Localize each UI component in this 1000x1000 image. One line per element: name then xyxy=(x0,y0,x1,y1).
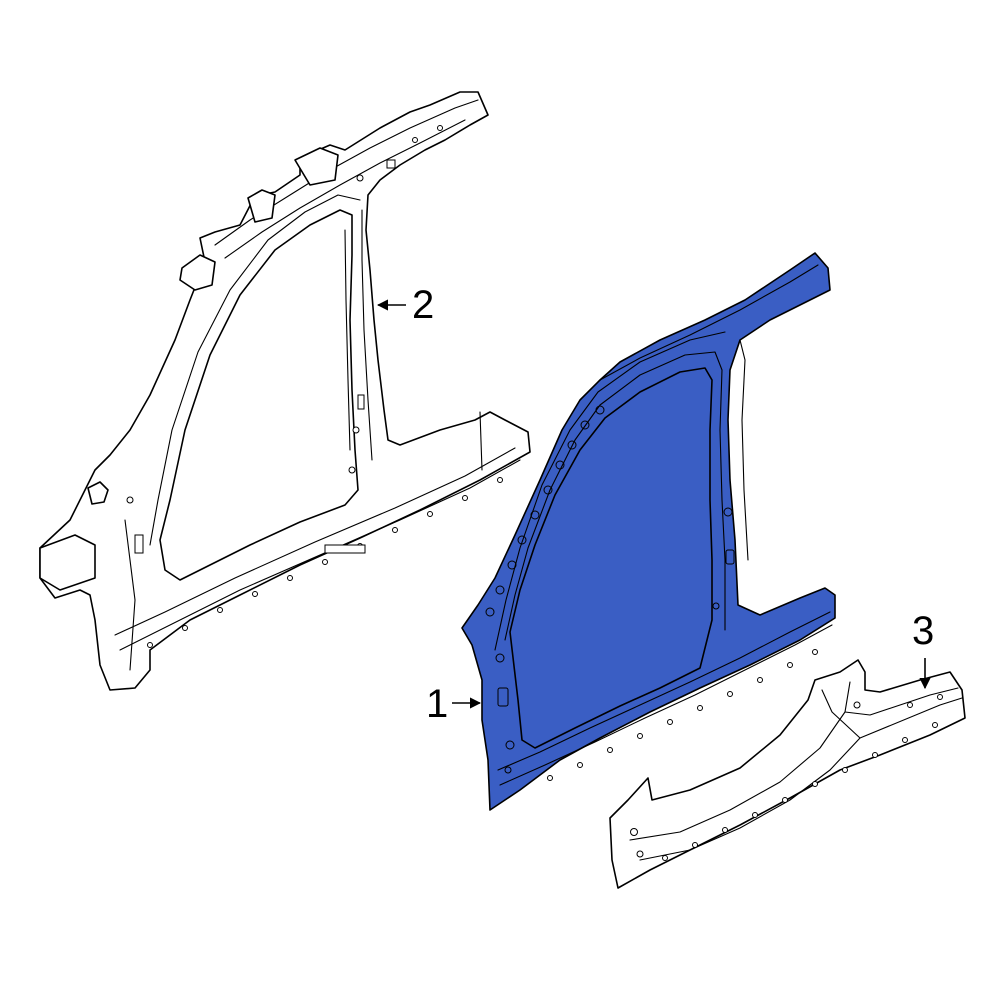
callout-1: 1 xyxy=(426,682,482,726)
part-3-rocker-panel[interactable] xyxy=(609,659,966,889)
part-1-body-side-inner[interactable] xyxy=(461,252,836,811)
callout-3: 3 xyxy=(912,609,934,690)
part-2-body-side-outer[interactable] xyxy=(39,91,531,691)
callout-2: 2 xyxy=(376,283,434,327)
callout-2-label: 2 xyxy=(412,283,434,327)
callout-3-label: 3 xyxy=(912,609,934,653)
callout-1-label: 1 xyxy=(426,682,448,726)
